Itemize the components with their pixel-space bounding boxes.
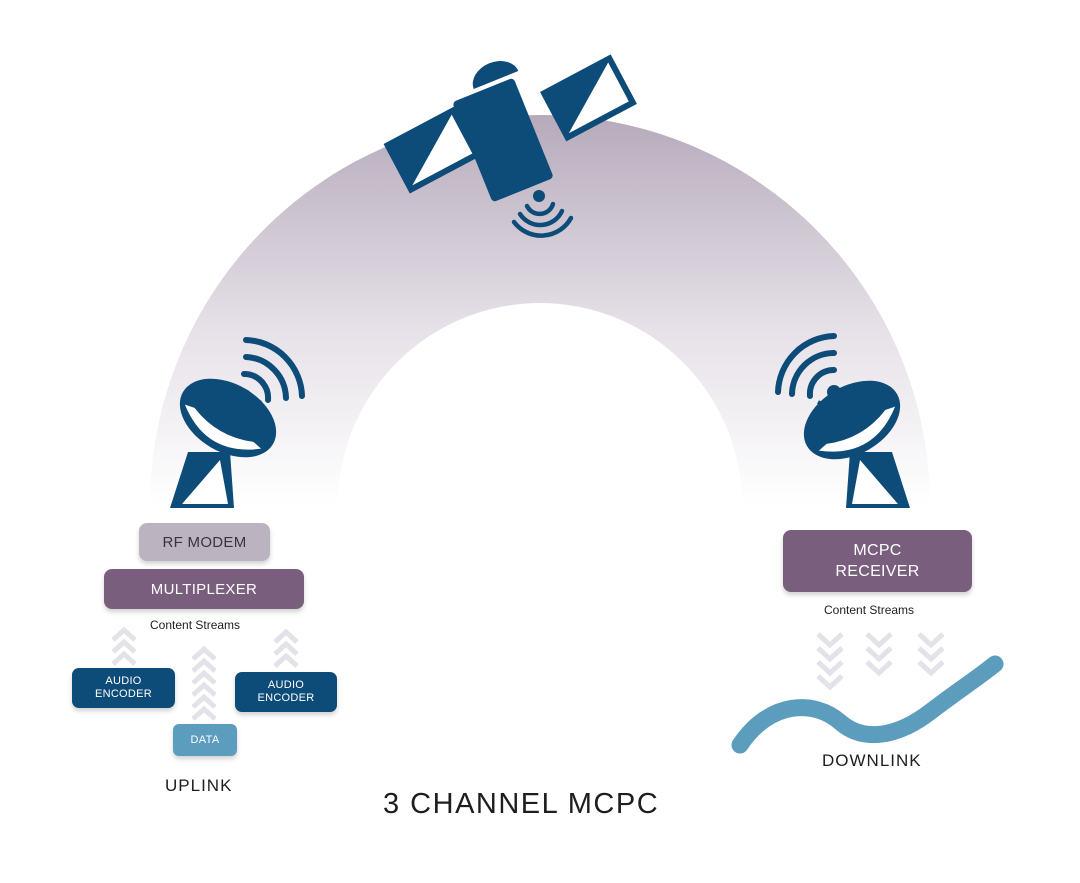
uplink-content-streams-label: Content Streams: [150, 618, 241, 632]
downlink-label: DOWNLINK: [822, 751, 922, 770]
data-box: DATA: [173, 724, 237, 756]
audio-encoder-left-line2: ENCODER: [94, 688, 153, 700]
multiplexer-box: MULTIPLEXER: [104, 569, 304, 609]
mcpc-receiver-line2: RECEIVER: [835, 563, 920, 580]
audio-encoder-left: AUDIO ENCODER: [72, 668, 175, 708]
satellite-icon: [383, 54, 637, 238]
uplink-label: UPLINK: [165, 776, 233, 795]
mcpc-receiver-box: MCPC RECEIVER: [783, 530, 972, 592]
multiplexer-label: MULTIPLEXER: [150, 580, 258, 598]
signal-waves-icon: [511, 190, 574, 238]
wave-icon: [731, 655, 1004, 754]
uplink-dish-icon: [170, 337, 305, 508]
signal-arc: [150, 115, 930, 505]
audio-encoder-left-line1: AUDIO: [105, 675, 142, 687]
data-label: DATA: [190, 734, 220, 746]
audio-encoder-right-line2: ENCODER: [257, 692, 315, 704]
downlink-dish-icon: [775, 333, 910, 508]
rf-modem-label: RF MODEM: [162, 533, 247, 551]
diagram-title: 3 CHANNEL MCPC: [383, 788, 660, 820]
down-chevrons-icon: [816, 632, 945, 691]
up-chevrons-icon: [111, 626, 299, 721]
downlink-content-streams-label: Content Streams: [824, 603, 915, 617]
audio-encoder-right: AUDIO ENCODER: [235, 672, 337, 712]
rf-modem-box: RF MODEM: [139, 523, 270, 561]
mcpc-receiver-line1: MCPC: [853, 542, 902, 559]
audio-encoder-right-line1: AUDIO: [267, 679, 305, 691]
